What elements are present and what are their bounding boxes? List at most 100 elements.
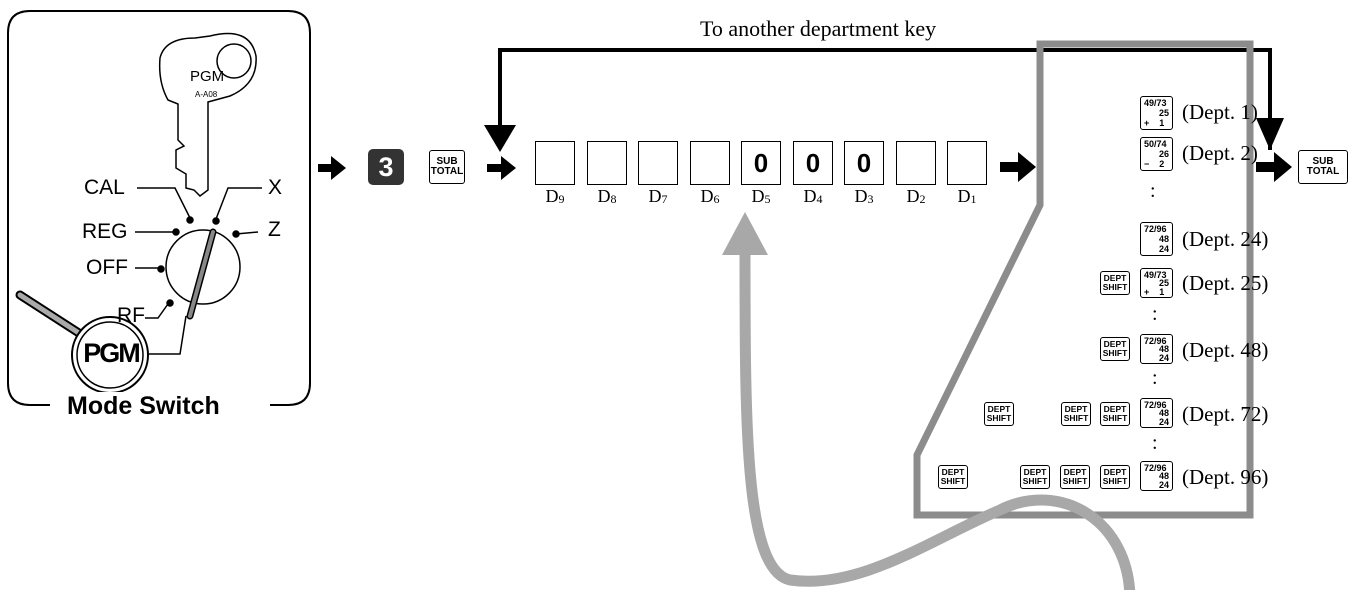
dept-shift-key[interactable]: DEPT SHIFT <box>1061 402 1091 426</box>
key1-mid: 25 <box>1158 278 1169 288</box>
position-x: X <box>268 176 283 199</box>
dept-shift-key[interactable]: DEPT SHIFT <box>984 402 1014 426</box>
key1-mid: 25 <box>1158 108 1169 118</box>
digit-letter: D <box>597 186 611 206</box>
dept-key-1[interactable]: 49/73 25 + 1 <box>1140 96 1173 130</box>
digit-label-d4: D4 <box>793 186 833 207</box>
digit-box-d9 <box>535 141 575 185</box>
position-reg: REG <box>82 220 128 243</box>
digit-letter: D <box>803 186 817 206</box>
shift-top: DEPT <box>1063 467 1087 478</box>
digit-label-d1: D1 <box>947 186 987 207</box>
mode-switch-frame <box>7 10 311 406</box>
digit-index: 9 <box>558 192 565 206</box>
dept-key-24[interactable]: 72/96 48 24 <box>1140 222 1173 256</box>
dept-key-24[interactable]: 72/96 48 24 <box>1140 398 1173 428</box>
gray-curve-arrow <box>739 244 1135 590</box>
digit-box-d4: 0 <box>793 141 833 185</box>
dept-key-1[interactable]: 49/73 25 + 1 <box>1140 268 1173 298</box>
shift-bottom: SHIFT <box>1102 476 1128 486</box>
subtotal-bottom: TOTAL <box>1306 166 1340 177</box>
dept-shift-key[interactable]: DEPT SHIFT <box>1100 337 1130 361</box>
ellipsis-2: : <box>1152 303 1158 325</box>
dept-shift-key[interactable]: DEPT SHIFT <box>1020 465 1050 489</box>
key-code: A-A08 <box>195 90 218 99</box>
position-rf: RF <box>117 304 145 327</box>
shift-top: DEPT <box>1023 467 1047 478</box>
arrow-to-dept <box>1000 152 1036 182</box>
digit-box-d1 <box>947 141 987 185</box>
shift-top: DEPT <box>1103 339 1127 350</box>
key24-mid: 48 <box>1158 234 1169 244</box>
subtotal-top: SUB <box>436 155 458 167</box>
key24-top: 72/96 <box>1144 463 1167 473</box>
key2-mid: 26 <box>1158 149 1169 159</box>
shift-top: DEPT <box>1064 404 1088 415</box>
key24-mid: 48 <box>1158 471 1169 481</box>
arrow-to-number <box>318 156 346 180</box>
final-subtotal-key[interactable]: SUB TOTAL <box>1298 150 1348 184</box>
dept-key-24[interactable]: 72/96 48 24 <box>1140 334 1173 364</box>
key-label: PGM <box>190 68 225 85</box>
dept-label-2: (Dept. 2) <box>1182 141 1258 165</box>
digit-letter: D <box>700 186 714 206</box>
digit-index: 5 <box>764 192 771 206</box>
subtotal-top: SUB <box>1312 155 1334 167</box>
key24-bottom: 24 <box>1158 417 1169 427</box>
digit-label-d6: D6 <box>690 186 730 207</box>
dept-key-24[interactable]: 72/96 48 24 <box>1140 461 1173 491</box>
digit-letter: D <box>854 186 868 206</box>
dept-shift-key[interactable]: DEPT SHIFT <box>938 465 968 489</box>
subtotal-key[interactable]: SUB TOTAL <box>429 150 465 184</box>
ellipsis-3: : <box>1152 367 1158 389</box>
shift-bottom: SHIFT <box>1102 413 1128 423</box>
digit-box-d5: 0 <box>741 141 781 185</box>
shift-bottom: SHIFT <box>1102 348 1128 358</box>
key1-top: 49/73 <box>1144 270 1167 280</box>
dept-shift-key[interactable]: DEPT SHIFT <box>1100 271 1130 295</box>
position-cal: CAL <box>84 176 125 199</box>
dept-label-1: (Dept. 1) <box>1182 100 1258 124</box>
shift-bottom: SHIFT <box>1022 476 1048 486</box>
key24-top: 72/96 <box>1144 400 1167 410</box>
digit-box-d8 <box>587 141 627 185</box>
key24-mid: 48 <box>1158 344 1169 354</box>
digit-box-d7 <box>638 141 678 185</box>
dept-key-2[interactable]: 50/74 26 − 2 <box>1140 137 1173 171</box>
digit-letter: D <box>957 186 971 206</box>
mode-switch-title: Mode Switch <box>61 392 226 421</box>
key24-top: 72/96 <box>1144 224 1167 234</box>
digit-letter: D <box>906 186 920 206</box>
dept-shift-key[interactable]: DEPT SHIFT <box>1100 465 1130 489</box>
subtotal-bottom: TOTAL <box>430 166 464 177</box>
shift-bottom: SHIFT <box>1102 282 1128 292</box>
digit-label-d5: D5 <box>741 186 781 207</box>
key24-bottom: 24 <box>1158 480 1169 490</box>
digit-box-d3: 0 <box>844 141 884 185</box>
digit-label-d8: D8 <box>587 186 627 207</box>
dept-shift-key[interactable]: DEPT SHIFT <box>1100 402 1130 426</box>
key1-bottom: + 1 <box>1144 118 1165 128</box>
digit-label-d9: D9 <box>535 186 575 207</box>
shift-bottom: SHIFT <box>986 413 1012 423</box>
dept-label-72: (Dept. 72) <box>1182 402 1269 426</box>
arrow-to-final-subtotal <box>1256 152 1292 182</box>
key24-bottom: 24 <box>1158 353 1169 363</box>
dept-shift-key[interactable]: DEPT SHIFT <box>1060 465 1090 489</box>
digit-index: 1 <box>970 192 977 206</box>
arrow-to-digits <box>487 156 516 180</box>
digit-letter: D <box>648 186 662 206</box>
key24-mid: 48 <box>1158 408 1169 418</box>
digit-label-d7: D7 <box>638 186 678 207</box>
selected-position: PGM <box>83 338 141 368</box>
key24-bottom: 24 <box>1158 244 1169 254</box>
key1-bottom: + 1 <box>1144 287 1165 297</box>
digit-box-d2 <box>896 141 936 185</box>
mode-dial <box>135 187 262 355</box>
shift-top: DEPT <box>987 404 1011 415</box>
number-key-3[interactable]: 3 <box>368 149 404 185</box>
shift-top: DEPT <box>1103 467 1127 478</box>
ellipsis-1: : <box>1150 180 1156 202</box>
key2-bottom: − 2 <box>1144 159 1165 169</box>
